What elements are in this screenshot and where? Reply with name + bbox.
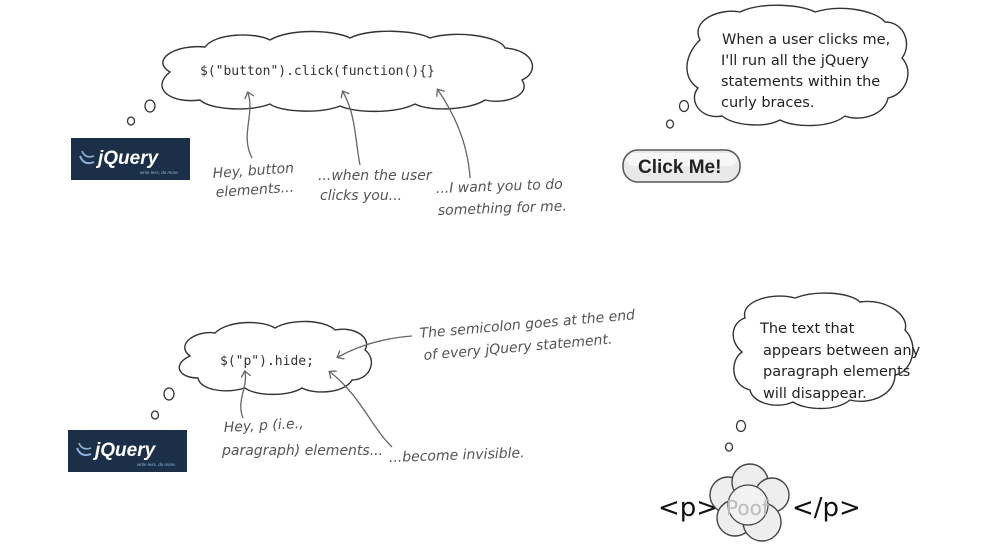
bottom-arrow-2 bbox=[330, 372, 393, 448]
bottom-annotation-1-line1: Hey, p (i.e., bbox=[223, 416, 304, 436]
top-annotation-1-line2: elements... bbox=[215, 180, 294, 201]
logo-text-top: jQuery bbox=[95, 148, 160, 169]
bottom-cloud-dot-2 bbox=[150, 410, 160, 420]
close-p-tag: </p> bbox=[792, 493, 861, 523]
jquery-logo-top: jQuery write less, do more. bbox=[71, 138, 190, 180]
logo-tagline-bottom: write less, do more. bbox=[137, 462, 176, 467]
top-cloud-dot-1 bbox=[144, 99, 156, 113]
top-annotation-2-line1: ...when the user bbox=[318, 168, 433, 184]
top-annotation-3-line1: ...I want you to do bbox=[436, 177, 563, 197]
bottom-bubble-line1: The text that bbox=[759, 321, 855, 337]
bottom-bubble-line3: paragraph elements bbox=[763, 364, 910, 380]
top-bubble-line4: curly braces. bbox=[721, 95, 814, 111]
top-arrow-2 bbox=[343, 92, 361, 166]
top-bubble-line1: When a user clicks me, bbox=[722, 32, 890, 48]
bottom-bubble-line4: will disappear. bbox=[763, 386, 867, 402]
click-me-button-label: Click Me! bbox=[638, 157, 721, 178]
bottom-arrow-1 bbox=[240, 372, 246, 419]
bottom-code-cloud bbox=[178, 320, 373, 396]
top-code-text: $("button").click(function(){} bbox=[200, 64, 435, 79]
click-me-button[interactable]: Click Me! bbox=[622, 149, 741, 183]
logo-text-bottom: jQuery bbox=[92, 440, 157, 461]
top-arrow-3 bbox=[438, 90, 471, 179]
semicolon-arrow bbox=[338, 335, 413, 357]
top-right-thought-bubble bbox=[686, 4, 909, 127]
poof-text: Poof bbox=[726, 496, 770, 520]
poof-cloud: Poof bbox=[709, 463, 790, 542]
top-right-dot-1 bbox=[678, 99, 690, 113]
top-arrow-1 bbox=[247, 93, 252, 159]
bottom-annotation-1-line2: paragraph) elements... bbox=[221, 443, 383, 459]
top-annotation-1-line1: Hey, button bbox=[212, 160, 294, 182]
bottom-right-dot-2 bbox=[724, 442, 734, 452]
jquery-logo-bottom: jQuery write less, do more. bbox=[68, 430, 187, 472]
bottom-code-text: $("p").hide; bbox=[220, 354, 314, 369]
bottom-bubble-line2: appears between any bbox=[763, 343, 921, 359]
bottom-annotation-2: ...become invisible. bbox=[389, 445, 525, 466]
bottom-cloud-dot-1 bbox=[163, 387, 175, 401]
bottom-right-dot-1 bbox=[735, 419, 747, 433]
top-annotation-3-line2: something for me. bbox=[438, 199, 567, 219]
top-bubble-line2: I'll run all the jQuery bbox=[721, 53, 869, 69]
top-right-dot-2 bbox=[665, 119, 675, 129]
top-cloud-dot-2 bbox=[126, 116, 136, 126]
logo-tagline-top: write less, do more. bbox=[140, 170, 179, 175]
open-p-tag: <p> bbox=[658, 493, 718, 523]
top-bubble-line3: statements within the bbox=[721, 74, 880, 90]
top-annotation-2-line2: clicks you... bbox=[320, 188, 402, 204]
bottom-right-thought-bubble bbox=[732, 292, 914, 410]
